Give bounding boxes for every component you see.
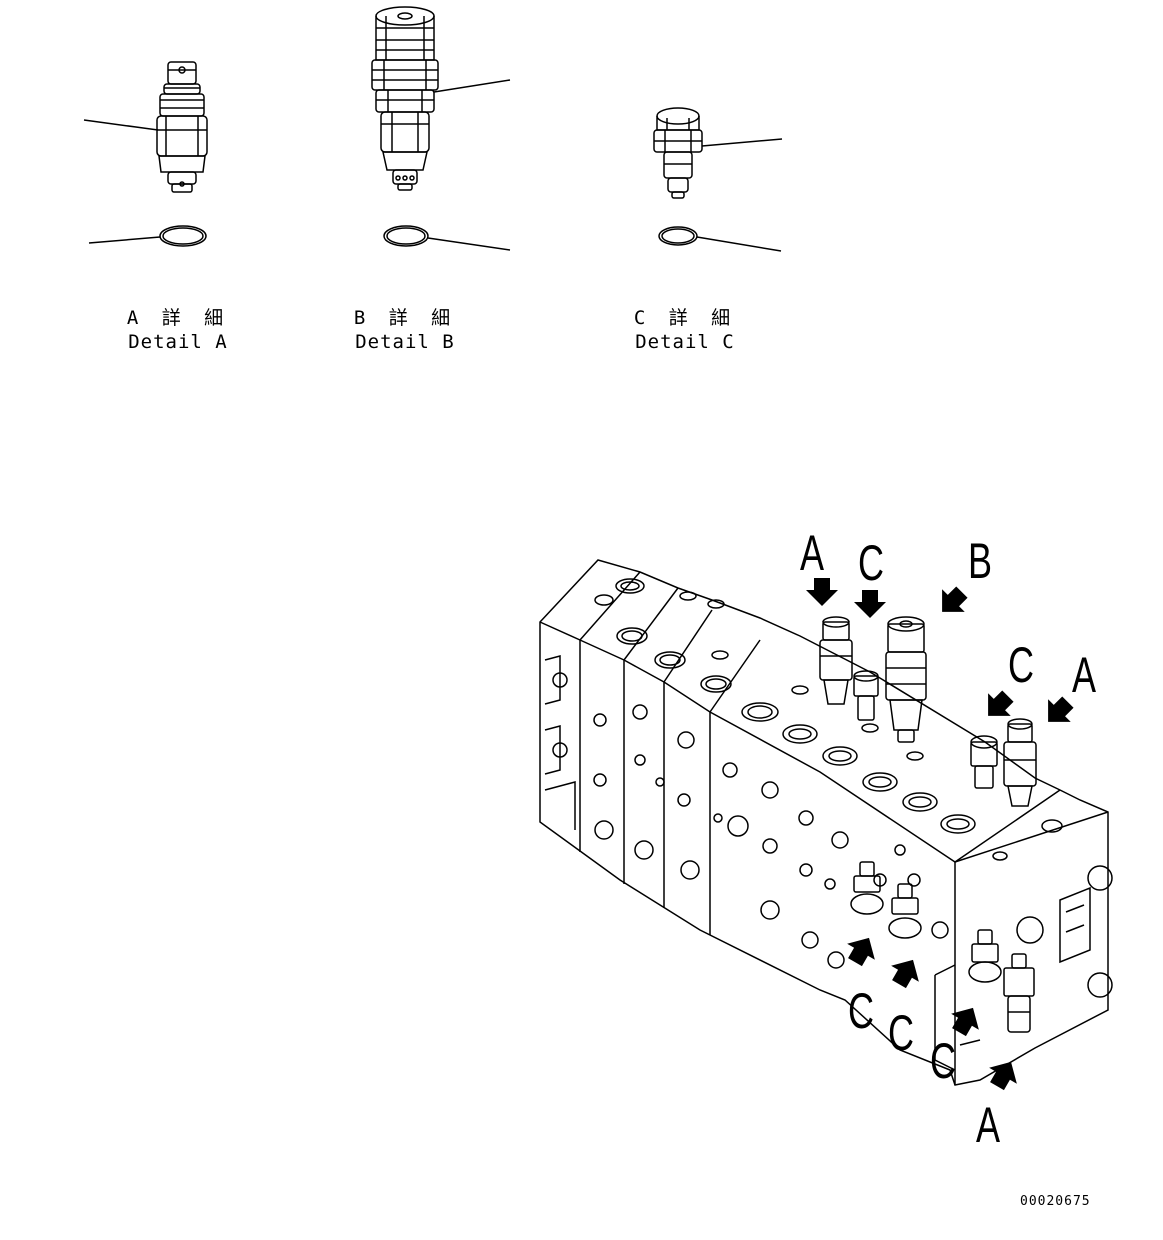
mounted-valve-c-front-3	[969, 930, 1001, 982]
callout-c-right: C	[1008, 637, 1034, 693]
callout-c-front-1: C	[848, 983, 874, 1039]
detail-a-o-ring	[160, 226, 206, 246]
detail-b-caption-jp: B 詳 細	[353, 307, 457, 329]
mounted-valve-c-top	[854, 671, 878, 720]
mounted-valve-a-right	[1004, 719, 1036, 806]
mounted-valve-a-top	[820, 617, 852, 704]
detail-c-caption: C 詳 細 Detail C	[625, 306, 745, 354]
callout-c-front-2: C	[888, 1005, 914, 1061]
detail-c-plug	[654, 108, 702, 198]
mounted-valve-a-front	[1004, 954, 1034, 1032]
mounted-valve-c-front-1	[851, 862, 883, 914]
callout-a-top: A	[800, 525, 825, 581]
mounted-valve-c-right	[971, 736, 997, 788]
mounted-valve-c-front-2	[889, 884, 921, 938]
detail-b-o-ring	[384, 226, 428, 246]
callout-b-top: B	[968, 533, 993, 589]
detail-b-caption-en: Detail B	[355, 331, 455, 353]
detail-b-valve	[372, 7, 438, 190]
callout-c-top: C	[858, 535, 884, 591]
detail-c-leader-ring	[697, 237, 781, 251]
mounted-valve-b-top	[886, 617, 926, 742]
detail-a-caption: A 詳 細 Detail A	[118, 306, 238, 354]
detail-b-leader-ring	[428, 238, 510, 250]
detail-a-caption-jp: A 詳 細	[126, 307, 230, 329]
detail-c-caption-en: Detail C	[635, 331, 735, 353]
detail-c-leader-valve	[702, 139, 782, 146]
front-face-holes	[553, 673, 948, 968]
detail-a-valve	[157, 62, 207, 192]
indicator-arrows	[806, 578, 1074, 1091]
detail-b-leader-valve	[434, 80, 510, 92]
detail-a-caption-en: Detail A	[128, 331, 228, 353]
detail-a-leader-ring	[89, 237, 160, 243]
detail-c-caption-jp: C 詳 細	[633, 307, 737, 329]
document-number: 00020675	[1020, 1194, 1091, 1209]
callout-a-right: A	[1072, 647, 1097, 703]
callout-c-front-3: C	[930, 1033, 956, 1089]
detail-b-caption: B 詳 細 Detail B	[345, 306, 465, 354]
top-ports	[595, 579, 1062, 860]
callout-a-bottom: A	[976, 1097, 1001, 1153]
detail-a-leader-valve	[84, 120, 158, 130]
detail-c-o-ring	[659, 227, 697, 245]
